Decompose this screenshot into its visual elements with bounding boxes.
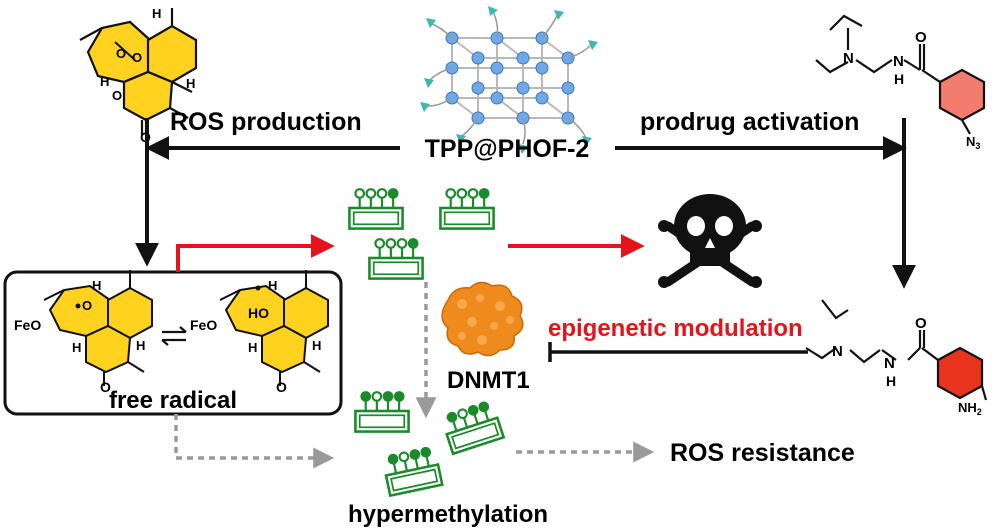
atom-h-r2b: H bbox=[248, 340, 257, 355]
skull-crossbones-icon bbox=[658, 194, 762, 288]
free-radical-label: free radical bbox=[109, 387, 237, 414]
atom-h3: H bbox=[100, 74, 109, 89]
prodrug-molecule: N N H O N3 bbox=[815, 14, 986, 151]
atom-h1: H bbox=[152, 6, 161, 21]
atom-h-active: H bbox=[886, 373, 896, 389]
dnmt1-protein-icon bbox=[441, 281, 524, 357]
atom-nh-active: N bbox=[884, 355, 895, 372]
dna-icon-2 bbox=[439, 187, 495, 230]
atom-h2: H bbox=[186, 76, 195, 91]
atom-h-r2a: H bbox=[268, 278, 277, 293]
artemisinin-molecule: O O O O H H H bbox=[79, 6, 198, 145]
atom-feo-1: FeO bbox=[14, 317, 41, 333]
atom-co-r1: O bbox=[100, 379, 111, 395]
dna-methylated-icon-1 bbox=[354, 390, 410, 433]
atom-h-prodrug: H bbox=[894, 71, 904, 87]
atom-o1: O bbox=[116, 46, 126, 61]
ros-production-label: ROS production bbox=[170, 108, 362, 136]
radical-molecule-2: HO FeO O H H H bbox=[190, 270, 329, 395]
atom-amine: NH2 bbox=[958, 400, 982, 417]
atom-o2: O bbox=[132, 50, 142, 65]
dna-methylated-icon-3 bbox=[380, 444, 444, 497]
atom-n-active: N bbox=[832, 343, 843, 360]
dnmt1-label: DNMT1 bbox=[447, 367, 530, 394]
prodrug-activation-label: prodrug activation bbox=[640, 108, 859, 136]
radical-to-dna-arrow bbox=[176, 234, 335, 272]
atom-azide: N3 bbox=[966, 134, 980, 151]
atom-h-r1b: H bbox=[72, 340, 81, 355]
hypermethylation-label: hypermethylation bbox=[348, 501, 548, 528]
atom-feo-2: FeO bbox=[190, 317, 217, 333]
epigenetic-label: epigenetic modulation bbox=[548, 315, 803, 342]
atom-h-r1c: H bbox=[136, 338, 145, 353]
dna-icon-3 bbox=[368, 237, 424, 280]
ros-resistance-label: ROS resistance bbox=[670, 439, 855, 467]
atom-o-active: O bbox=[915, 315, 927, 332]
dna-icon-1 bbox=[348, 187, 404, 230]
atom-ring-o: O bbox=[112, 88, 122, 103]
atom-h-r1a: H bbox=[92, 278, 101, 293]
framework-cage-icon bbox=[420, 6, 598, 154]
material-label: TPP@PHOF-2 bbox=[425, 135, 590, 163]
radical-molecule-1: O FeO O H H H bbox=[14, 270, 153, 395]
atom-nh-prodrug: N bbox=[893, 53, 904, 70]
atom-o-prodrug: O bbox=[915, 29, 927, 46]
atom-o-r1: O bbox=[82, 298, 92, 313]
atom-ho-2: HO bbox=[248, 305, 269, 321]
equilibrium-arrows bbox=[161, 326, 187, 346]
atom-h-r2c: H bbox=[312, 338, 321, 353]
radical-to-methyl-arrow bbox=[174, 414, 335, 469]
atom-co-r2: O bbox=[276, 379, 287, 395]
dna-methylated-icon-2 bbox=[439, 398, 505, 456]
active-drug-molecule: N N H O NH2 bbox=[805, 299, 988, 417]
atom-n-prodrug: N bbox=[843, 50, 854, 67]
